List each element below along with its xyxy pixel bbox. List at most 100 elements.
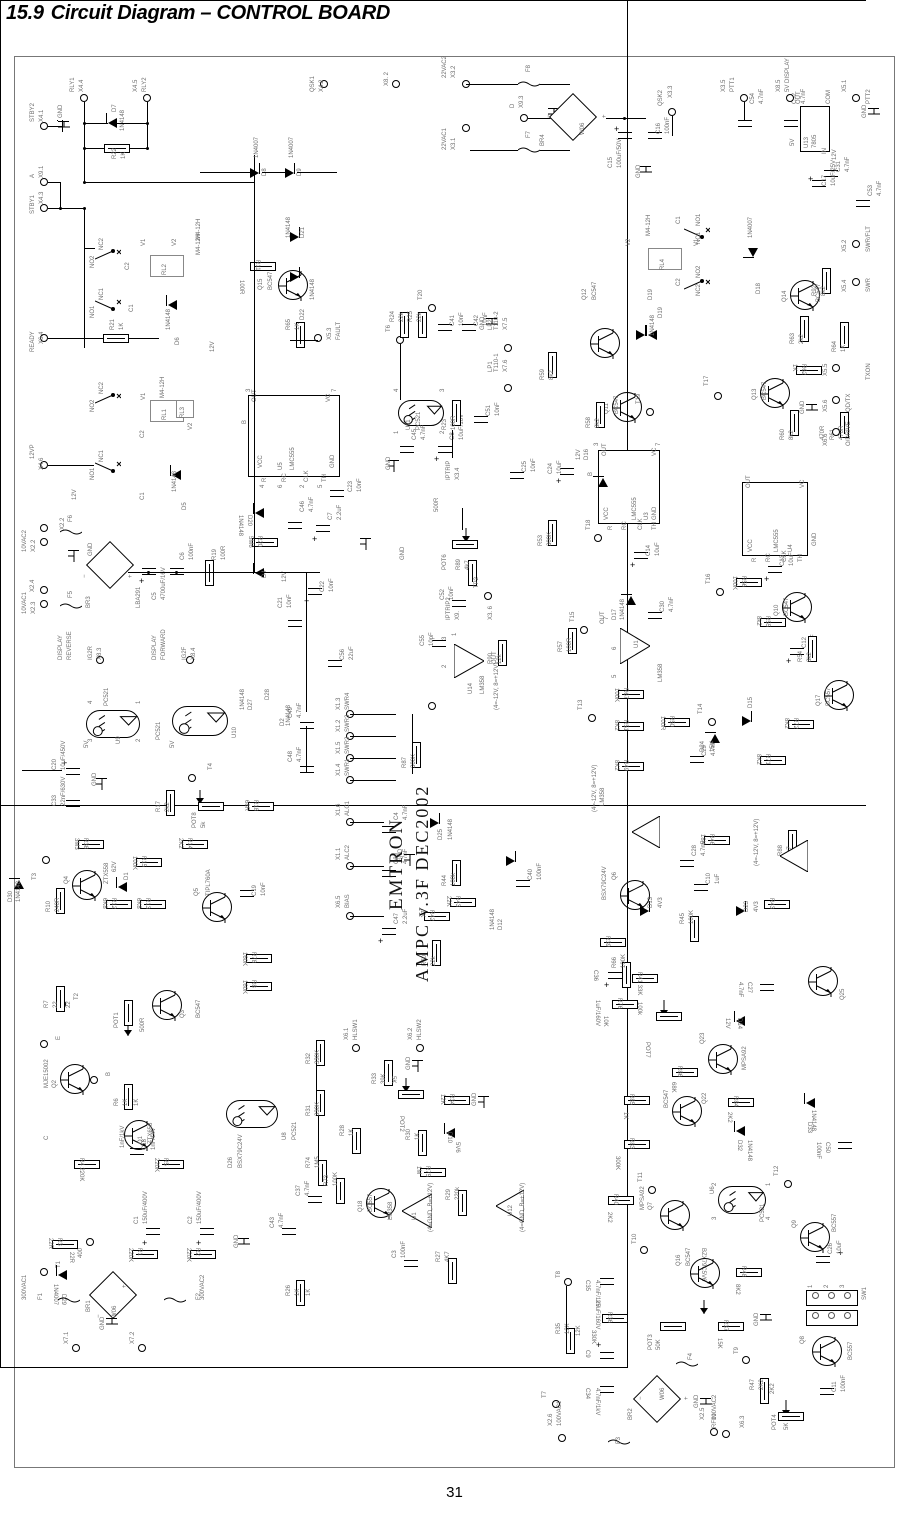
- testpoint-t8[interactable]: [564, 1278, 572, 1286]
- connector-pin-x26[interactable]: [558, 1434, 566, 1442]
- connector-pin-rly1[interactable]: [80, 94, 88, 102]
- ref-q12: Q12: [582, 288, 588, 300]
- testpoint-t13[interactable]: [588, 714, 596, 722]
- type-q23: MPSA92: [742, 1046, 748, 1070]
- component-value: 6K8: [135, 898, 141, 909]
- testpoint-tp2[interactable]: [484, 592, 492, 600]
- connector-pin-txon[interactable]: [832, 364, 840, 372]
- connector-pin-stby1[interactable]: [40, 204, 48, 212]
- connector-pin-x72[interactable]: [138, 1344, 146, 1352]
- connector-pin-x82[interactable]: [392, 80, 400, 88]
- testpoint-t16[interactable]: [716, 588, 724, 596]
- dip-circle-1[interactable]: [812, 1292, 819, 1299]
- testpoint-t15[interactable]: [580, 626, 588, 634]
- testpoint-e[interactable]: [40, 1040, 48, 1048]
- connector-pin-rfin[interactable]: [722, 1430, 730, 1438]
- connector-pin-fault[interactable]: [314, 334, 322, 342]
- testpoint-t14[interactable]: [708, 718, 716, 726]
- connector-pin-ready[interactable]: [40, 334, 48, 342]
- connector-pin-rly2[interactable]: [143, 94, 151, 102]
- connector-pin-ptt1[interactable]: [740, 94, 748, 102]
- connector-pin-hlsw2[interactable]: [416, 1044, 424, 1052]
- testpoint-t3[interactable]: [42, 856, 50, 864]
- label-t6: T6: [386, 324, 392, 332]
- ref-q10: Q10: [774, 604, 780, 616]
- connector-pin-odrive[interactable]: [832, 428, 840, 436]
- testpoint-c55[interactable]: [428, 702, 436, 710]
- connector-pin-ig2f[interactable]: [186, 656, 194, 664]
- resistor-r11: [250, 262, 276, 271]
- connector-pin-stby2[interactable]: [40, 122, 48, 130]
- connector-pin-x71[interactable]: [72, 1344, 80, 1352]
- pin-in: IN: [822, 148, 828, 154]
- ic-u3-lmc555: [598, 450, 660, 524]
- testpoint-t11[interactable]: [648, 1186, 656, 1194]
- wire: [462, 508, 463, 530]
- node-c1b: C1: [140, 492, 146, 500]
- diode-d17: [626, 596, 636, 605]
- dip-circle-3[interactable]: [844, 1292, 851, 1299]
- connector-pin-10vac1a[interactable]: [40, 586, 48, 594]
- ref-x11: X1.1: [336, 847, 342, 860]
- type-br3: LBA291: [136, 586, 142, 608]
- val-r84: 2K2: [726, 1112, 732, 1123]
- type-d26: BSX79C24V: [238, 1134, 244, 1168]
- dip-circle-b-3[interactable]: [844, 1312, 851, 1319]
- connector-pin-12vp[interactable]: [40, 461, 48, 469]
- connector-pin-t110-1[interactable]: [504, 384, 512, 392]
- dip-circle-2[interactable]: [828, 1292, 835, 1299]
- connector-pin-qsk2[interactable]: [668, 108, 676, 116]
- connector-pin-ptt2[interactable]: [852, 94, 860, 102]
- fuse-f3: [608, 1438, 630, 1446]
- connector-pin-d-x93[interactable]: [520, 114, 528, 122]
- ref-br2: BR2: [628, 1408, 634, 1420]
- connector-pin-qsk1[interactable]: [320, 80, 328, 88]
- component-ref: R23: [442, 418, 448, 430]
- capacitor-c34: [600, 1386, 614, 1393]
- connector-pin-10vac1b[interactable]: [40, 600, 48, 608]
- dip-circle-b-1[interactable]: [812, 1312, 819, 1319]
- testpoint-t17[interactable]: [714, 392, 722, 400]
- connector-pin-x25[interactable]: [710, 1428, 718, 1436]
- connector-pin-5vdisplay[interactable]: [786, 94, 794, 102]
- resistor-r74: [318, 1160, 327, 1186]
- wire: [350, 758, 396, 759]
- node-c2: C2: [125, 262, 131, 270]
- component-value: 2K2: [177, 838, 183, 849]
- connector-pin-t110-2[interactable]: [504, 344, 512, 352]
- connector-pin-a[interactable]: [40, 178, 48, 186]
- dip-circle-b-2[interactable]: [828, 1312, 835, 1319]
- testpoint-t10[interactable]: [640, 1246, 648, 1254]
- connector-pin-hlsw1[interactable]: [352, 1044, 360, 1052]
- testpoint-t9[interactable]: [742, 1356, 750, 1364]
- testpoint-t7[interactable]: [552, 1400, 560, 1408]
- testpoint-t4[interactable]: [188, 774, 196, 782]
- resistor-r41: [632, 974, 658, 983]
- testpoint-t18[interactable]: [594, 534, 602, 542]
- testpoint-t1[interactable]: [40, 1268, 48, 1276]
- connector-pin-swrflt[interactable]: [852, 240, 860, 248]
- component-ref: R39: [604, 936, 610, 948]
- pin-vc-u3: VC: [652, 447, 658, 456]
- connector-pin-swr[interactable]: [852, 278, 860, 286]
- component-value: 3M3: [73, 838, 79, 850]
- testpoint-t12[interactable]: [784, 1180, 792, 1188]
- component-ref: C29: [702, 744, 708, 756]
- connector-pin-400[interactable]: [86, 1238, 94, 1246]
- component-ref: C37: [296, 1184, 302, 1196]
- connector-pin-10vac2b[interactable]: [40, 538, 48, 546]
- wire: [147, 123, 148, 148]
- testpoint-t20[interactable]: [428, 304, 436, 312]
- capacitor-c46: [288, 522, 302, 529]
- connector-pin-qdtx[interactable]: [832, 396, 840, 404]
- connector-pin-ig2r[interactable]: [96, 656, 104, 664]
- type-u1b: LM358: [388, 1201, 394, 1220]
- ref-q4: Q4: [64, 875, 70, 884]
- testpoint-t19[interactable]: [646, 408, 654, 416]
- testpoint-b[interactable]: [90, 1076, 98, 1084]
- connector-pin-22vac1[interactable]: [462, 124, 470, 132]
- component-value: 220K: [185, 1248, 191, 1263]
- component-value: 1K: [119, 322, 125, 330]
- connector-pin-10vac2a[interactable]: [40, 524, 48, 532]
